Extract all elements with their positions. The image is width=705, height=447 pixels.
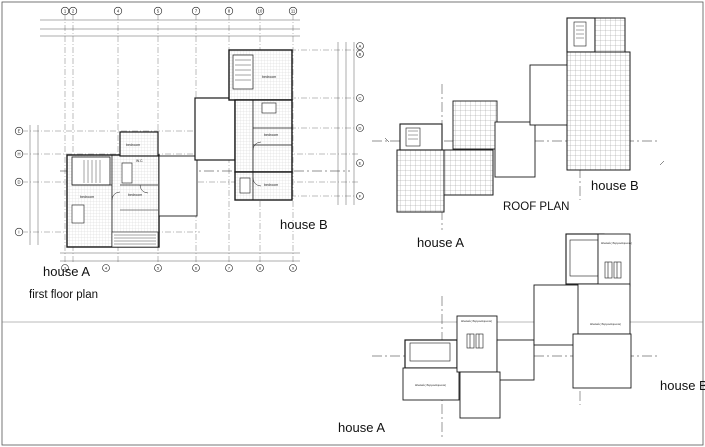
grid-tag-right-c: C — [359, 96, 362, 101]
grid-tag-right-b: B — [359, 52, 362, 57]
roof-plan — [372, 17, 665, 230]
grid-tag-top-7: 7 — [195, 9, 198, 14]
terrace-plan — [372, 233, 660, 440]
house-b-plan — [194, 49, 293, 201]
label-house-b-first-floor: house B — [280, 217, 328, 232]
label-first-floor-plan: first floor plan — [29, 289, 99, 301]
grid-tag-bottom-4: 4 — [105, 266, 108, 271]
solar-panels-a — [466, 333, 484, 349]
right-dimensions — [337, 42, 355, 205]
room-label-bedroom-b1: bedroom — [262, 75, 276, 79]
grid-tag-bottom-7: 7 — [228, 266, 231, 271]
label-house-b-terrace: house B — [660, 378, 705, 393]
grid-tag-top-11: 11 — [291, 9, 296, 14]
grid-tag-top-5: 5 — [157, 9, 160, 14]
label-roof-plan: ROOF PLAN — [503, 201, 570, 213]
grid-tag-left-i: I — [18, 230, 19, 235]
grid-tag-left-e: E — [18, 129, 21, 134]
grid-tag-bottom-3: 3 — [64, 266, 67, 271]
grid-tag-right-a: A — [359, 44, 362, 49]
room-label-bedroom-a1: bedroom — [126, 143, 140, 147]
room-label-bedroom-b2: bedroom — [264, 133, 278, 137]
room-label-bedroom-a3: bedroom — [128, 193, 142, 197]
grid-bubbles-right — [356, 42, 364, 200]
grid-tag-top-2: 2 — [72, 9, 75, 14]
note-solar-b: Ηλιακός θερμοσίφωνας — [601, 241, 633, 245]
grid-tag-top-8: 8 — [228, 9, 231, 14]
grid-tag-bottom-8: 8 — [259, 266, 262, 271]
house-a-plan — [66, 131, 198, 248]
label-house-a-first-floor: house A — [43, 264, 90, 279]
room-label-wc-a: W.C. — [136, 159, 143, 163]
label-house-a-terrace: house A — [338, 420, 385, 435]
note-solar-a: Ηλιακός θερμοσίφωνας — [461, 319, 493, 323]
label-house-b-roof: house B — [591, 178, 639, 193]
grid-tag-right-e: E — [359, 161, 362, 166]
grid-tag-bottom-5: 5 — [157, 266, 160, 271]
grid-tag-right-f: F — [359, 194, 362, 199]
left-dimensions — [29, 125, 39, 245]
room-label-bedroom-a2: bedroom — [80, 195, 94, 199]
label-house-a-roof: house A — [417, 235, 464, 250]
grid-bubbles-top — [60, 6, 298, 16]
grid-tag-top-10: 10 — [258, 9, 263, 14]
grid-tag-top-1: 1 — [64, 9, 67, 14]
room-label-bedroom-b3: bedroom — [264, 183, 278, 187]
note-tank-b: Ηλιακός θερμοσίφωνας — [590, 322, 622, 326]
bottom-dimensions — [60, 252, 300, 262]
grid-tag-top-4: 4 — [117, 9, 120, 14]
grid-bubbles-left — [14, 126, 24, 237]
grid-tag-bottom-9: 9 — [292, 266, 295, 271]
note-tank-a: Ηλιακός θερμοσίφωνας — [415, 383, 447, 387]
grid-tag-left-d: D — [17, 180, 20, 185]
grid-tag-right-d: D — [359, 126, 362, 131]
grid-bubbles-bottom — [61, 264, 297, 272]
solar-panels-b — [604, 261, 622, 279]
grid-tag-left-h: H — [17, 152, 20, 157]
top-dimensions — [40, 19, 300, 37]
grid-tag-bottom-6: 6 — [195, 266, 198, 271]
first-floor-plan — [22, 14, 360, 262]
